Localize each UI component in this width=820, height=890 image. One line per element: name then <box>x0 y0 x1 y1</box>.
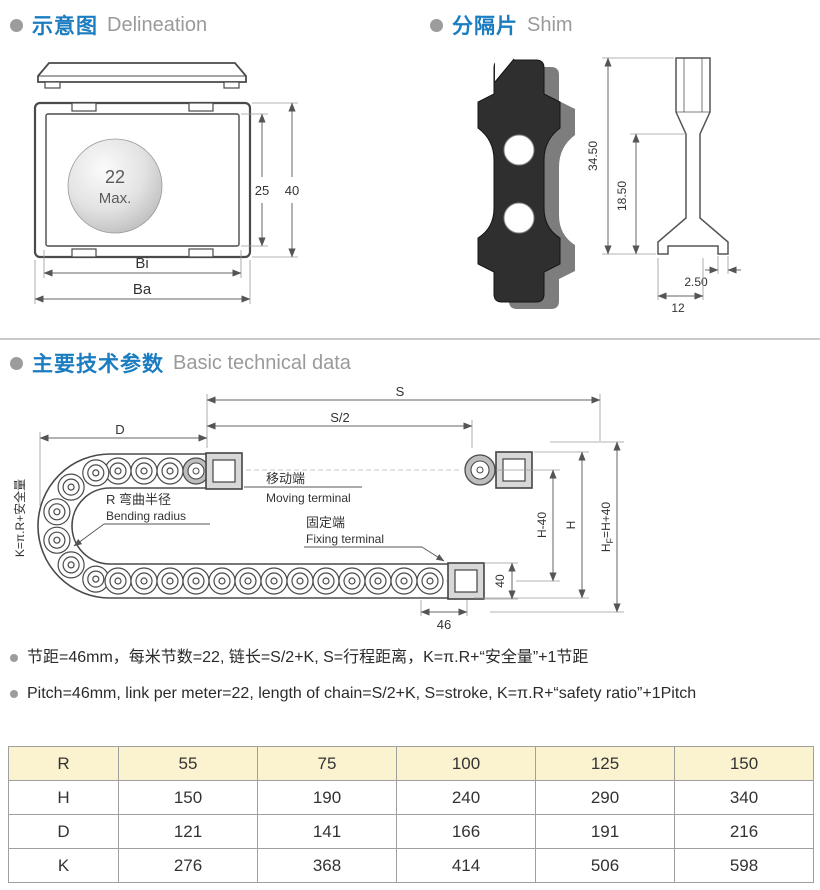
row-label-cell: R <box>8 746 119 781</box>
value-cell: 121 <box>118 814 258 849</box>
spec-table: R 55 75 100 125 150 H 150 190 240 290 34… <box>8 746 814 883</box>
dim-d: D <box>115 422 124 437</box>
value-cell: 414 <box>396 848 536 883</box>
label-moving-zh: 移动端 <box>266 471 305 486</box>
note-text-zh: 节距=46mm，每米节数=22, 链长=S/2+K, S=行程距离，K=π.R+… <box>27 649 589 666</box>
section-header-technical: 主要技术参数 Basic technical data <box>10 348 351 378</box>
dim-h-minus-40: H-40 <box>535 512 549 538</box>
note-row-zh: 节距=46mm，每米节数=22, 链长=S/2+K, S=行程距离，K=π.R+… <box>10 648 812 669</box>
table-row-k: K 276 368 414 506 598 <box>8 848 814 883</box>
label-bend-en: Bending radius <box>106 509 186 523</box>
max-cable-ball: 22 Max. <box>67 138 163 234</box>
value-cell: 506 <box>535 848 675 883</box>
label-bend-zh: R 弯曲半径 <box>106 492 171 507</box>
note-bullet-icon <box>10 654 18 662</box>
value-cell: 290 <box>535 780 675 815</box>
value-cell: 55 <box>118 746 258 781</box>
dim-stroke: S <box>396 386 405 399</box>
delineation-drawing: 22 Max. 25 40 Bi Ba <box>33 62 299 304</box>
table-row-d: D 121 141 166 191 216 <box>8 814 814 849</box>
shim-dimensions: 34.50 18.50 2.50 12 <box>586 57 741 315</box>
value-cell: 190 <box>257 780 397 815</box>
dim-inner-height: 25 <box>255 183 269 198</box>
dim-outer-width: Ba <box>133 281 152 298</box>
dim-foot-thickness: 2.50 <box>684 275 708 289</box>
table-row-r: R 55 75 100 125 150 <box>8 746 814 781</box>
note-row-en: Pitch=46mm, link per meter=22, length of… <box>10 684 812 705</box>
label-moving-en: Moving terminal <box>266 491 351 505</box>
technical-title-en: Basic technical data <box>173 351 351 374</box>
value-cell: 125 <box>535 746 675 781</box>
value-cell: 216 <box>674 814 814 849</box>
note-bullet-icon <box>10 690 18 698</box>
ball-label-max: Max. <box>99 190 132 207</box>
shim-title-en: Shim <box>527 13 573 36</box>
section-bullet-icon <box>10 356 23 370</box>
delineation-title-en: Delineation <box>107 13 208 36</box>
shim-drawing: 34.50 18.50 2.50 12 <box>477 57 741 315</box>
dim-inner-width: Bi <box>135 255 148 272</box>
dim-neck-height: 18.50 <box>615 181 629 211</box>
label-k-formula: K=π.R+安全量 <box>12 479 27 557</box>
value-cell: 191 <box>535 814 675 849</box>
label-fixing-zh: 固定端 <box>306 515 345 530</box>
row-label-cell: H <box>8 780 119 815</box>
section-header-delineation: 示意图 Delineation <box>10 10 207 40</box>
value-cell: 150 <box>118 780 258 815</box>
fixing-terminal <box>447 562 485 600</box>
value-cell: 368 <box>257 848 397 883</box>
dim-forty: 40 <box>493 574 507 588</box>
cover-profile <box>37 62 247 89</box>
ball-label-value: 22 <box>105 167 125 187</box>
chain-diagram: S S/2 D 40 H-40 H HF=H+40 46 <box>12 386 624 632</box>
value-cell: 150 <box>674 746 814 781</box>
shim-profile-drawing <box>657 57 729 255</box>
moving-terminal <box>182 452 243 490</box>
technical-title-zh: 主要技术参数 <box>32 353 164 376</box>
value-cell: 240 <box>396 780 536 815</box>
note-text-en: Pitch=46mm, link per meter=22, length of… <box>27 685 697 702</box>
dim-h: H <box>564 521 578 530</box>
shim-title-zh: 分隔片 <box>452 15 518 38</box>
value-cell: 276 <box>118 848 258 883</box>
value-cell: 75 <box>257 746 397 781</box>
dim-hf: HF=H+40 <box>599 502 615 553</box>
row-label-cell: D <box>8 814 119 849</box>
value-cell: 166 <box>396 814 536 849</box>
dim-overall-height: 34.50 <box>586 141 600 171</box>
value-cell: 598 <box>674 848 814 883</box>
chain-band <box>37 453 472 599</box>
section-bullet-icon <box>10 18 23 32</box>
value-cell: 340 <box>674 780 814 815</box>
diagram-dimensions: S S/2 D 40 H-40 H HF=H+40 46 <box>39 386 624 632</box>
dim-base-width: 12 <box>671 301 685 315</box>
terminal-height-detail <box>464 451 533 489</box>
section-bullet-icon <box>430 18 443 32</box>
delineation-title-zh: 示意图 <box>32 15 98 38</box>
section-header-shim: 分隔片 Shim <box>430 10 573 40</box>
dim-pitch: 46 <box>437 617 451 632</box>
row-label-cell: K <box>8 848 119 883</box>
dim-outer-height: 40 <box>285 183 299 198</box>
section-divider <box>0 338 820 340</box>
diagram-labels: 移动端 Moving terminal R 弯曲半径 Bending radiu… <box>12 471 445 562</box>
value-cell: 141 <box>257 814 397 849</box>
shim-3d-render <box>477 58 575 309</box>
label-fixing-en: Fixing terminal <box>306 532 384 546</box>
dim-half-stroke: S/2 <box>330 410 350 425</box>
chain-rollers <box>43 457 444 595</box>
delineation-dimensions: 25 40 Bi Ba <box>34 102 299 304</box>
table-row-h: H 150 190 240 290 340 <box>8 780 814 815</box>
value-cell: 100 <box>396 746 536 781</box>
